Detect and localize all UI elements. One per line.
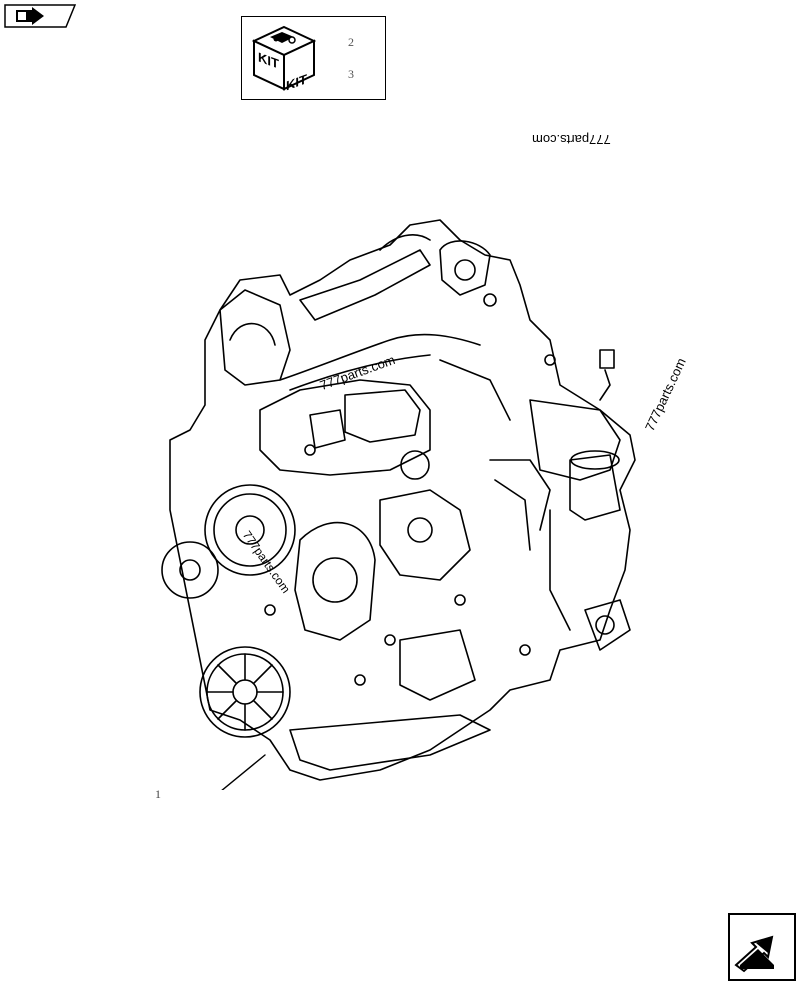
previous-page-button[interactable] [4,4,76,28]
watermark: 777parts.com [532,132,611,147]
next-page-button[interactable] [728,913,796,981]
next-page-arrow-icon [728,913,796,981]
kit-label-right: KIT [286,71,308,91]
previous-page-arrow-icon [4,4,76,28]
kit-item-number: 2 [348,35,354,49]
kit-legend-box: KIT KIT 2 3 [241,16,386,100]
kit-item-number: 3 [348,67,354,81]
engine-assembly-drawing [161,219,636,790]
callout-number: 1 [155,787,161,801]
kit-box-icon: KIT KIT [252,25,316,91]
